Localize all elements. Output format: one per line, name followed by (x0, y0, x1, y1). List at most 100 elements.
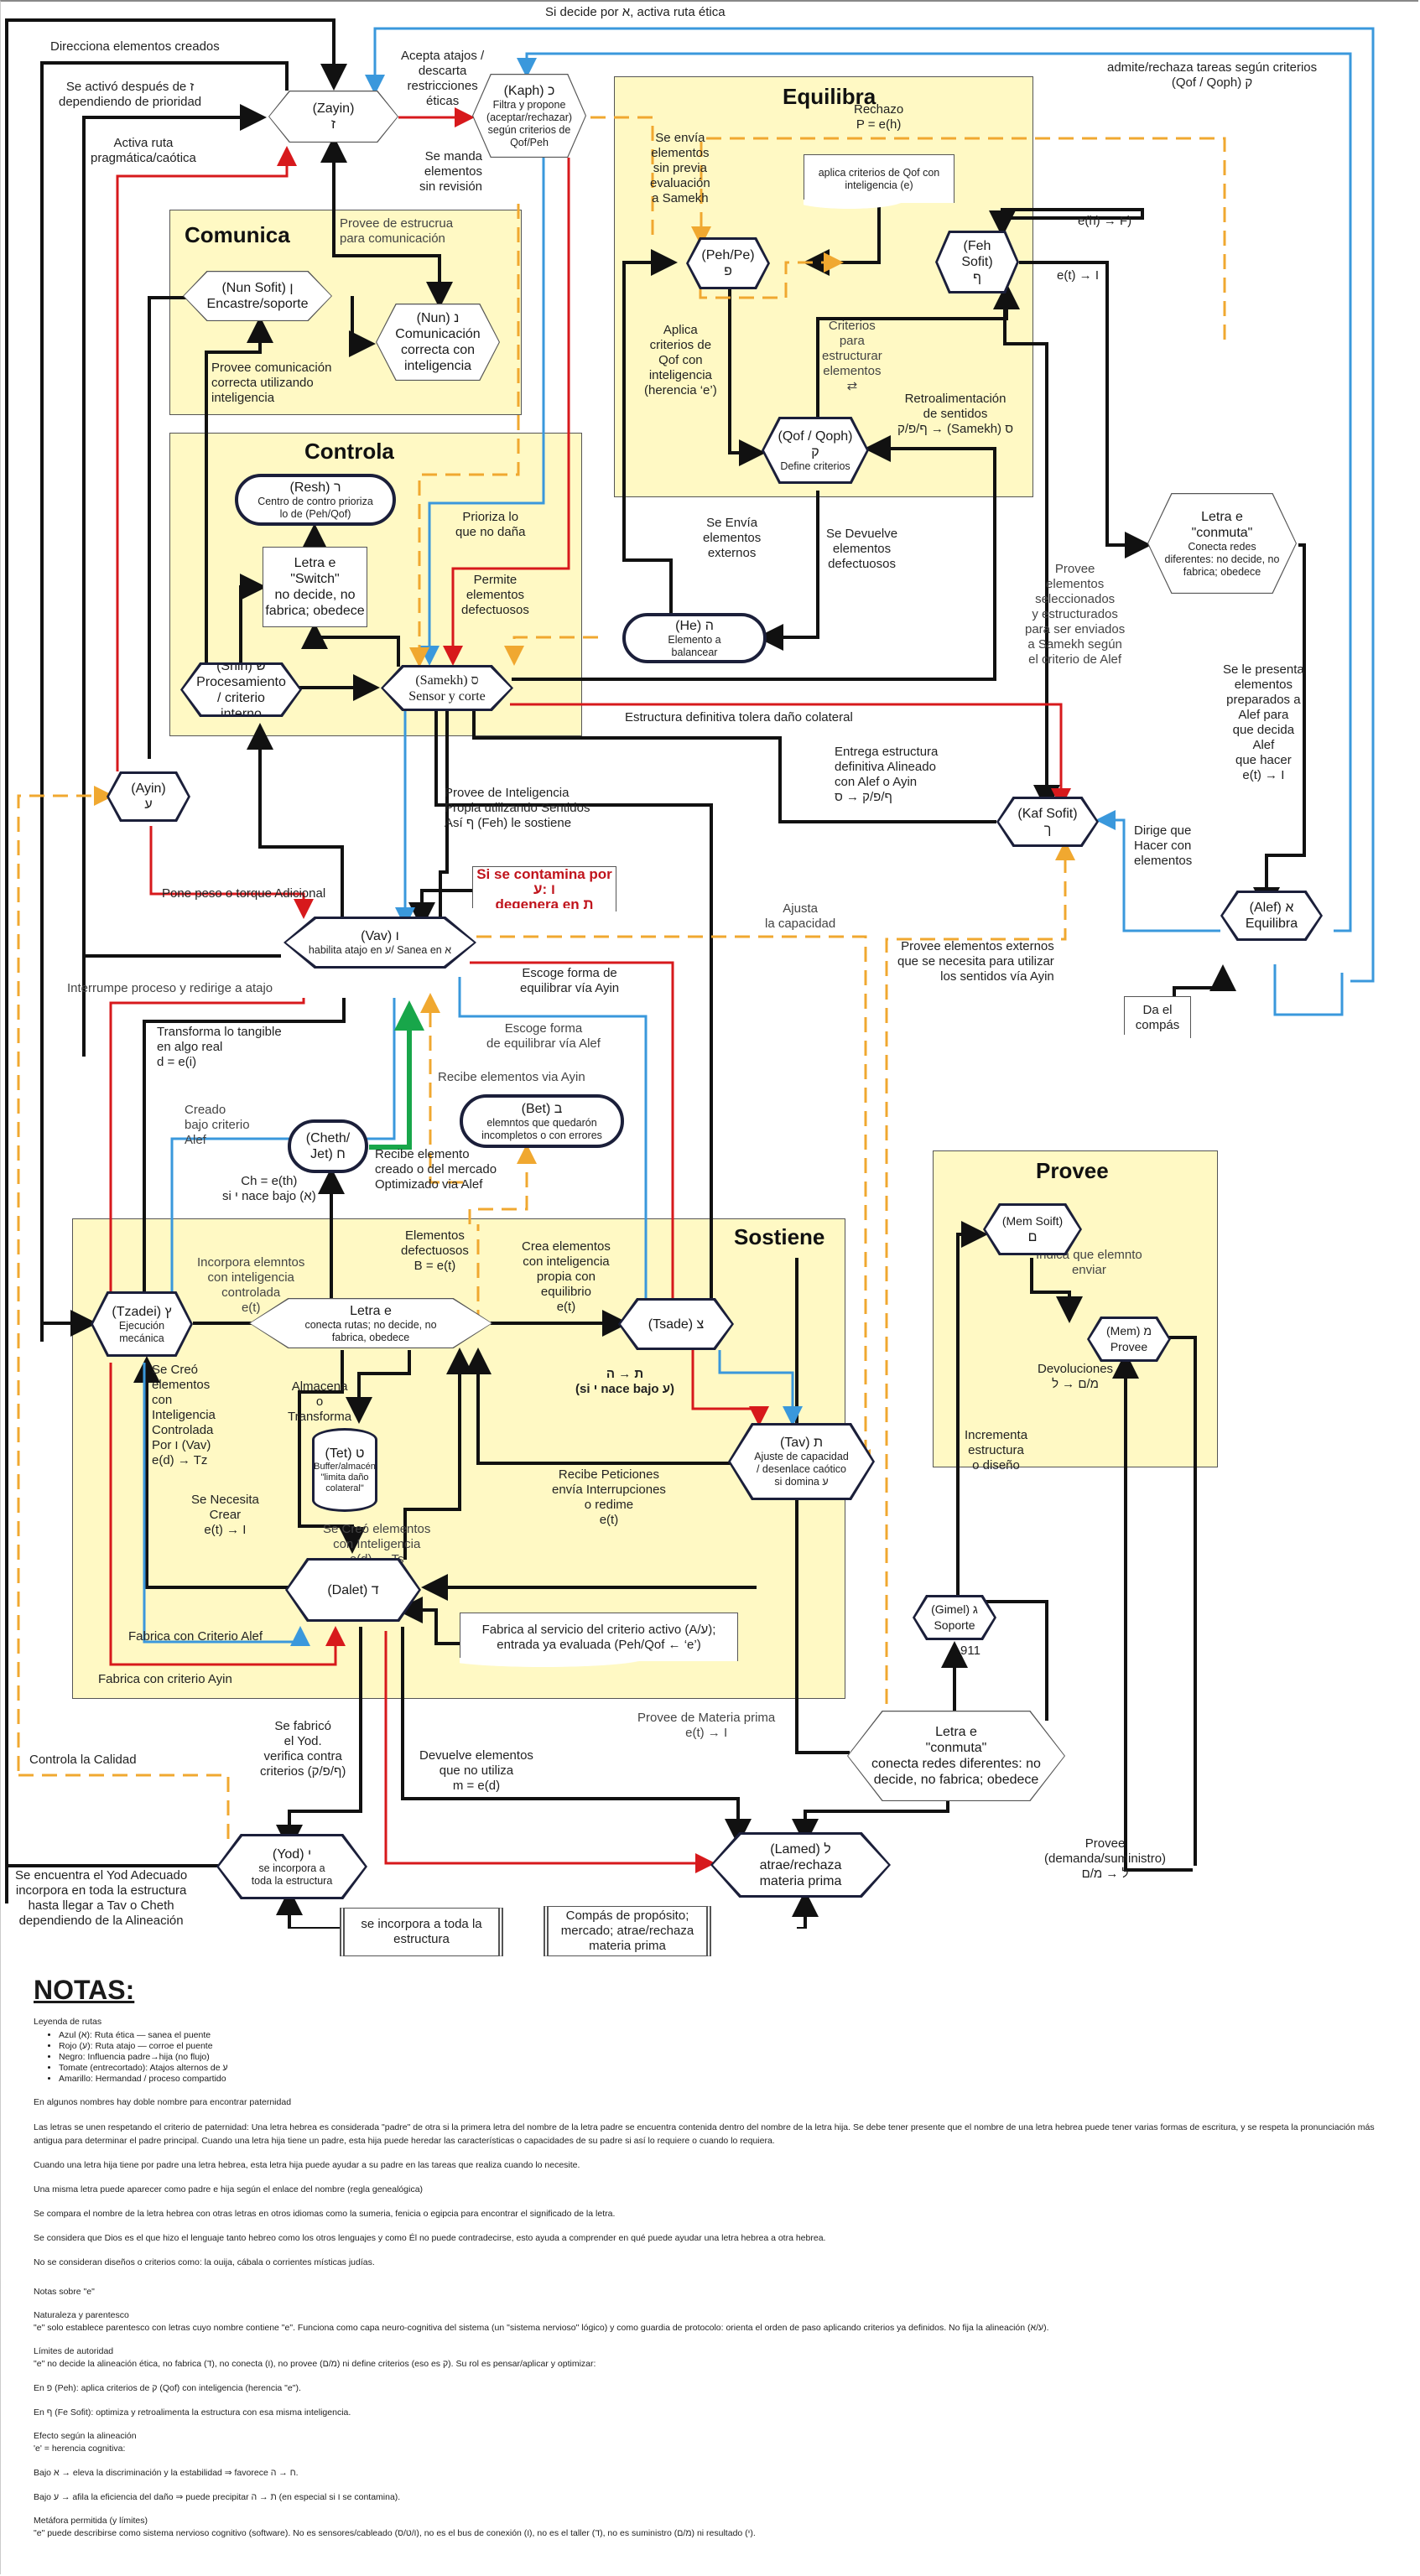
group-title-comunica: Comunica (185, 222, 290, 247)
notes-e-heading: Efecto según la alineación (34, 2431, 137, 2441)
legend-item: Tomate (entrecortado): Atajos alternos d… (59, 2063, 1376, 2074)
node-tsade[interactable]: (Tsade) צ (618, 1298, 734, 1350)
notes-e-heading: Límites de autoridad (34, 2346, 114, 2356)
wire-estructura-nun (332, 201, 453, 309)
label-se-creo-controlada: Se Creó elementos con Inteligencia Contr… (152, 1363, 216, 1467)
legend-item: Rojo (ע): Ruta atajo — corroe el puente (59, 2041, 1376, 2052)
wire-fehsofit-conmuta (1019, 261, 1152, 558)
notes-e-text: Bajo ע → afila la eficiencia del daño ⇒ … (34, 2492, 401, 2502)
wire-samekh-switch (301, 622, 400, 667)
wire-blue-vav-alef (162, 998, 396, 1326)
doc-compas: Da el compás (1123, 996, 1192, 1050)
wire-shin-switch (239, 574, 267, 662)
node-zayin[interactable]: (Zayin)ז (268, 91, 398, 143)
node-ayin[interactable]: (Ayin)ע (107, 771, 190, 822)
legend-item: Negro: Influencia padre→hija (no flujo) (59, 2052, 1376, 2063)
notes-e-text: "e" solo establece parentesco con letras… (34, 2323, 1049, 2333)
wire-peh-qof (728, 268, 766, 466)
wire-ayin-shin (148, 296, 189, 759)
notes-paragraph: Las letras se unen respetando el criteri… (34, 2122, 1375, 2146)
group-title-controla: Controla (304, 439, 394, 464)
label-pone-peso: Pone peso o torque Adicional (162, 886, 326, 901)
label-devuelve: Devuelve elementos que no utiliza m = e(… (419, 1748, 533, 1793)
node-cheth[interactable]: (Cheth/ Jet) ח (288, 1119, 368, 1173)
wire-blue-tzadei-dalet (143, 1363, 310, 1646)
label-911: 911 (960, 1644, 980, 1658)
label-se-devuelve: Se Devuelve elementos defectuosos (826, 527, 898, 571)
label-acepta-atajos: Acepta atajos / descarta restricciones é… (401, 49, 485, 108)
notes-e-heading: Metáfora permitida (y límites) (34, 2516, 148, 2526)
wire-blue-alef-right (1273, 964, 1344, 1016)
wire-dalet-letrae (403, 1348, 473, 1560)
wire-blue-vav-tsade (458, 977, 656, 1347)
label-se-necesita: Se Necesita Crear e(t) → I (191, 1493, 259, 1537)
node-mem-sofit[interactable]: (Mem Soift)ם (983, 1203, 1082, 1255)
node-dalet[interactable]: (Dalet) ד (285, 1558, 421, 1622)
wire-samekh-qof (512, 435, 996, 681)
node-conmuta-top[interactable]: Letra e "conmuta"Conecta redes diferente… (1147, 493, 1297, 594)
label-recibe-peticiones: Recibe Peticiones envía Interrupciones o… (552, 1467, 666, 1527)
label-provee-materia: Provee de Materia prima e(t) → I (637, 1711, 776, 1740)
wire-blue-kaph-samekh (419, 158, 545, 666)
node-conmuta-bottom[interactable]: Letra e "conmuta"conecta redes diferente… (847, 1711, 1065, 1801)
notes-e-title: Notas sobre "e" (34, 2287, 95, 2297)
notes-paragraph: En algunos nombres hay doble nombre para… (34, 2097, 292, 2107)
notes-section: NOTAS: Leyenda de rutas Azul (א): Ruta é… (34, 1975, 1376, 2552)
node-switch[interactable]: Letra e "Switch"no decide, no fabrica; o… (263, 547, 367, 627)
label-crea-elementos: Crea elementos con inteligencia propia c… (522, 1239, 611, 1314)
wire-contamina-vav (408, 889, 473, 929)
label-rechazo: Rechazo P = e(h) (854, 102, 904, 132)
group-title-provee: Provee (1036, 1158, 1109, 1183)
wire-fehsofit-top (989, 208, 1144, 237)
wire-memsofit-mem (1030, 1258, 1083, 1323)
notes-e-text: En ף (Fe Sofit): optimiza y retroaliment… (34, 2407, 351, 2418)
notes-e-heading: Naturaleza y parentesco (34, 2310, 129, 2320)
wire-orange-se-manda (409, 204, 520, 667)
label-aplica-criterios: Aplica criterios de Qof con inteligencia… (644, 323, 717, 397)
node-peh[interactable]: (Peh/Pe)פ (686, 237, 770, 289)
notes-paragraph: Cuando una letra hija tiene por padre un… (34, 2160, 580, 2170)
wire-blue-admite (517, 52, 1352, 932)
label-provee-seleccionados: Provee elementos seleccionados y estruct… (1025, 562, 1126, 667)
wire-green-cheth-vav (369, 1000, 424, 1150)
label-interrumpe: Interrumpe proceso y redirige a atajo (67, 981, 273, 995)
label-se-encuentra: Se encuentra el Yod Adecuado incorpora e… (15, 1868, 188, 1928)
wire-orange-rechazo (691, 137, 1226, 340)
wire-red-tsade-tav (691, 1350, 769, 1426)
label-provee-demanda: Provee (demanda/suministro) ל → מ/ם (1044, 1836, 1167, 1881)
label-ch-eth: Ch = e(th) si י nace bajo (א) (222, 1174, 316, 1203)
node-feh-sofit[interactable]: (Feh Sofit)ף (935, 231, 1019, 293)
label-escoge-ayin: Escoge forma de equilibrar vía Ayin (520, 966, 620, 995)
label-se-manda: Se manda elementos sin revisión (419, 149, 483, 194)
wire-orange-calidad (18, 1774, 230, 1845)
label-prioriza: Prioriza lo que no daña (455, 510, 526, 539)
node-kaf-sofit[interactable]: (Kaf Sofit)ך (996, 797, 1099, 847)
wire-nunsofit-nun (349, 296, 376, 357)
wire-lamed-mem (1112, 1352, 1193, 1872)
label-eh-f: e(h) → F) (1078, 214, 1132, 228)
label-criterios-para: Criterios para estructurar elementos ⇄ (822, 319, 882, 393)
label-almacena: Almacena o Transforma (288, 1379, 352, 1424)
doc-proposito: Compás de propósito; mercado; atrae/rech… (544, 1906, 711, 1956)
wire-dalet-right (421, 1574, 757, 1601)
legend-item: Amarillo: Hermandad / proceso compartido (59, 2074, 1376, 2085)
